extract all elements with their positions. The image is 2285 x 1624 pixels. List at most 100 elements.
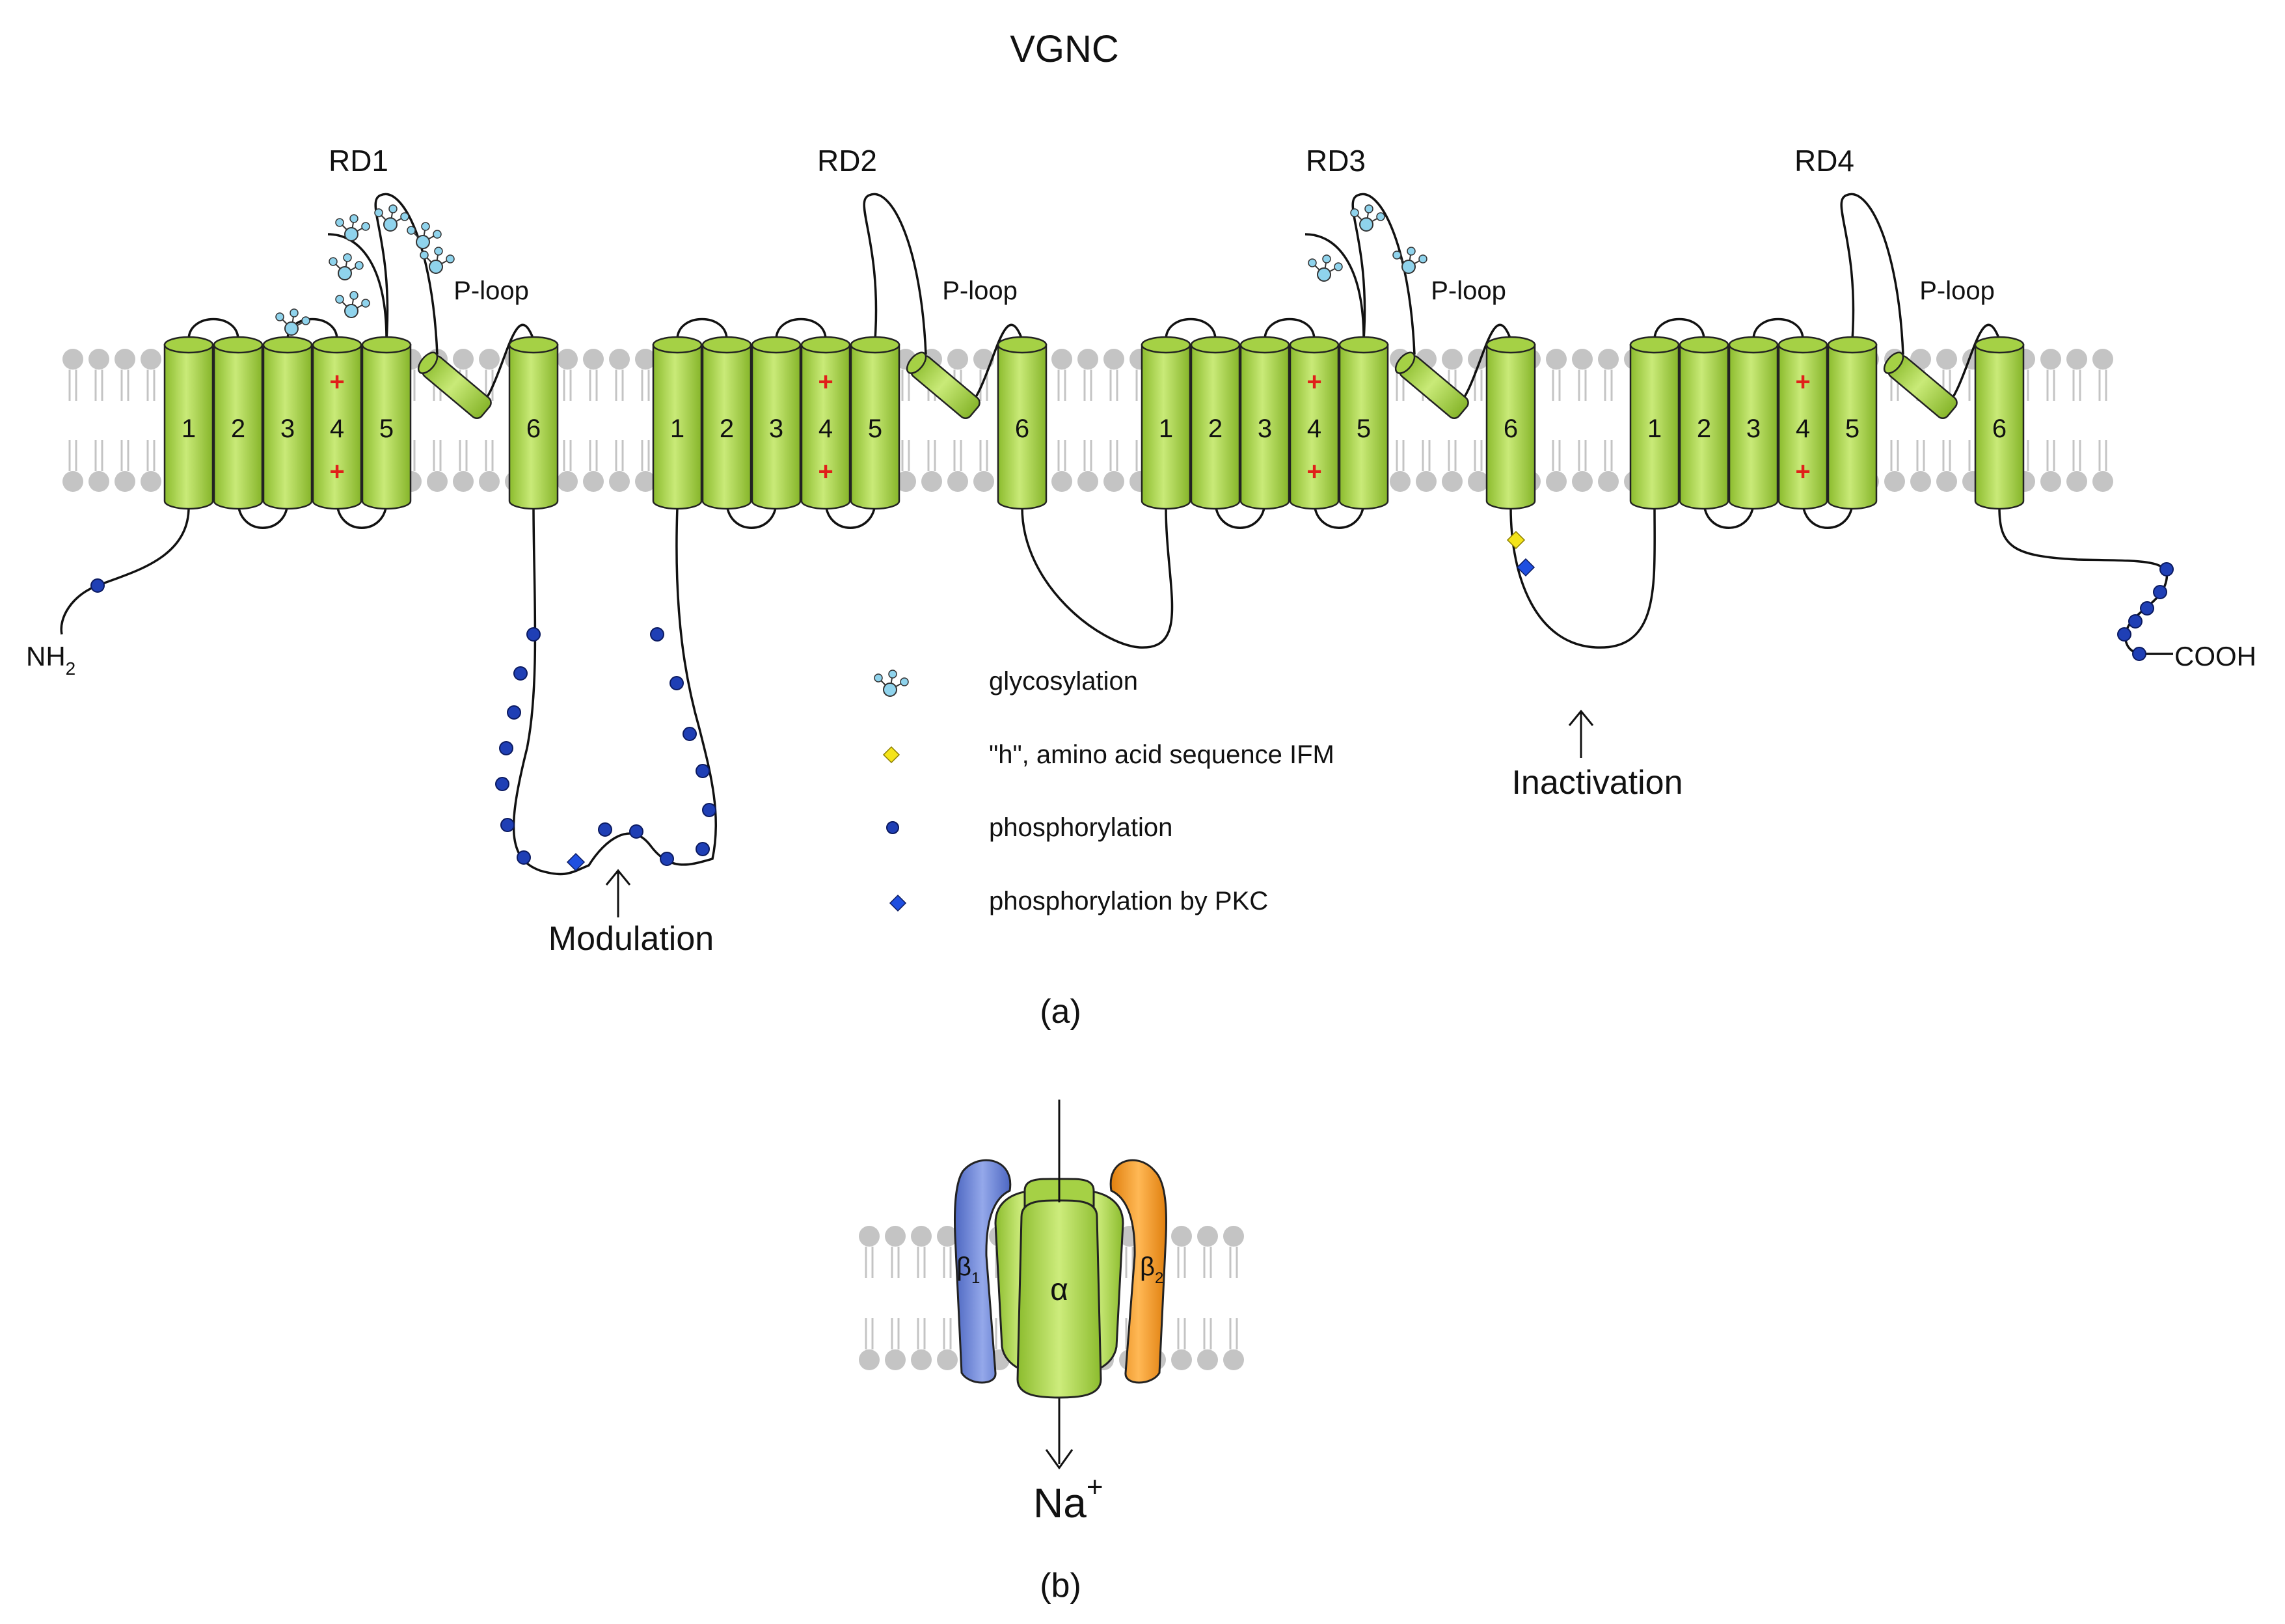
phosphorylation-marker	[499, 741, 513, 755]
glycosylation-sugar	[900, 677, 909, 686]
beta2-subunit	[1109, 1159, 1167, 1384]
rd4-loop-s3-s4	[1752, 318, 1804, 340]
glycosylation-anchor	[1359, 217, 1373, 232]
rd2-rd3-linker	[1021, 507, 1174, 649]
pkc-phosphorylation-marker	[889, 894, 907, 912]
membrane-a-lipid-head	[62, 349, 83, 370]
alpha-label: α	[1050, 1273, 1068, 1307]
ploop-label-rd3: P-loop	[1431, 277, 1506, 305]
rd1-segment-2-number: 2	[231, 414, 245, 443]
rd3-segment-2-body	[1190, 344, 1241, 510]
beta2-label-symbol: β	[1140, 1252, 1155, 1281]
rd4-segment-4-number: 4	[1796, 414, 1810, 443]
membrane-a-lipid-head	[427, 471, 448, 492]
rd1-segment-6-number: 6	[526, 414, 541, 443]
glycosylation-sugar	[275, 312, 284, 321]
channel-subunits: β1 β2 α	[954, 1100, 1167, 1470]
membrane-a-lipid-head	[479, 349, 500, 370]
glycosylation-sugar	[335, 295, 344, 304]
membrane-a-lipid-head	[62, 471, 83, 492]
rd2-segment-2-number: 2	[720, 414, 734, 443]
membrane-a-lipid-head	[609, 349, 630, 370]
membrane-a-lipid-head	[88, 471, 109, 492]
rd1-segment-5-number: 5	[379, 414, 394, 443]
rd1-ploop-rise	[374, 194, 389, 340]
beta1-label: β1	[956, 1252, 980, 1287]
rd1-loop-s1-s2	[187, 318, 239, 340]
phosphorylation-marker	[696, 842, 710, 856]
rd3-segment-4-charge: +	[1306, 457, 1321, 486]
phosphorylation-marker	[513, 666, 528, 681]
phosphorylation-marker	[629, 824, 643, 839]
rd2-segment-4-top	[800, 336, 851, 354]
ploop-label-rd1: P-loop	[453, 277, 529, 305]
rd2-ploop-descend	[869, 193, 927, 355]
rd4-segment-5-number: 5	[1845, 414, 1859, 443]
membrane-a-lipid-head	[453, 349, 474, 370]
glycosylation-sugar	[1418, 254, 1427, 264]
glycosylation-sugar	[355, 261, 364, 270]
membrane-a-lipid-head	[609, 471, 630, 492]
membrane-a-lipid-head	[115, 471, 135, 492]
beta2-label-subscript: 2	[1155, 1269, 1163, 1287]
membrane-a-lipid-head	[141, 349, 161, 370]
glycosylation-sugar	[1334, 262, 1343, 271]
glycosylation-sugar	[361, 299, 370, 308]
rd3-pore-helix	[1394, 351, 1469, 419]
rd3-segment-5-body	[1338, 344, 1389, 510]
membrane-b-lipid-head	[1197, 1226, 1218, 1247]
phosphorylation-marker	[598, 822, 612, 837]
rd4-segment-4-top	[1778, 336, 1828, 354]
pkc-phosphorylation-marker	[1516, 558, 1535, 577]
rd2-segment-3-top	[751, 336, 802, 354]
rd2-segment-6-body	[997, 344, 1048, 510]
glycosylation-sugar	[301, 316, 310, 325]
rd1-segment-2-top	[213, 336, 264, 354]
rd4-loop-s4-s5	[1802, 500, 1854, 529]
rd2-loop-s2-s3	[725, 500, 777, 529]
rd3-loop-s3-s4	[1264, 318, 1316, 340]
rd3-segment-4-number: 4	[1307, 414, 1321, 443]
rd4-segment-6-top	[1974, 336, 2025, 354]
rd2-segment-4-number: 4	[818, 414, 833, 443]
rd3-segment-3: 3	[1239, 336, 1290, 510]
membrane-b-lipid-head	[937, 1349, 958, 1370]
glycosylation-anchor	[338, 266, 352, 280]
modification-markers	[90, 204, 2174, 872]
rd3-loop-s4-s5	[1313, 500, 1365, 529]
membrane-a-lipid-head	[1936, 471, 1957, 492]
phosphorylation-marker	[2159, 562, 2174, 576]
glycosylation-sugar	[361, 222, 370, 231]
rd3-segment-5-number: 5	[1357, 414, 1371, 443]
membrane-a-lipid-head	[2066, 471, 2087, 492]
rd3-segment-5: 5	[1338, 336, 1389, 510]
rd1-pore-helix	[417, 351, 492, 419]
membrane-a-lipid-head	[1103, 471, 1124, 492]
domain-label-rd4: RD4	[1794, 144, 1854, 178]
rd2-segment-4-charge: +	[818, 457, 833, 486]
rd2-segment-3-body	[751, 344, 802, 510]
membrane-a-lipid-head	[973, 471, 994, 492]
glycosylation-marker	[329, 253, 364, 280]
glycosylation-sugar	[343, 253, 352, 262]
glycosylation-sugar	[421, 222, 430, 231]
rd1-segment-6: 6	[508, 336, 559, 510]
rd4-segment-5-top	[1827, 336, 1878, 354]
rd4-segment-1-body	[1629, 344, 1680, 510]
rd3-segment-2-number: 2	[1208, 414, 1223, 443]
beta1-label-subscript: 1	[971, 1269, 980, 1287]
membrane-a-lipid-head	[1546, 471, 1567, 492]
c-terminus-label: COOH	[2174, 641, 2256, 671]
membrane-a-lipid-head	[635, 349, 656, 370]
phosphorylation-marker	[696, 764, 710, 778]
membrane-b-lipid-head	[1197, 1349, 1218, 1370]
glycosylation-sugar	[349, 291, 358, 300]
membrane-a-lipid-head	[2092, 349, 2113, 370]
modulation-label: Modulation	[548, 920, 714, 958]
membrane-b-lipid-head	[1223, 1349, 1244, 1370]
glycosylation-sugar	[1322, 254, 1331, 264]
glycosylation-sugar	[1407, 247, 1416, 256]
membrane-a-lipid-head	[2040, 471, 2061, 492]
rd1-segment-4-charge: +	[329, 368, 344, 396]
rd1-segment-2-body	[213, 344, 264, 510]
